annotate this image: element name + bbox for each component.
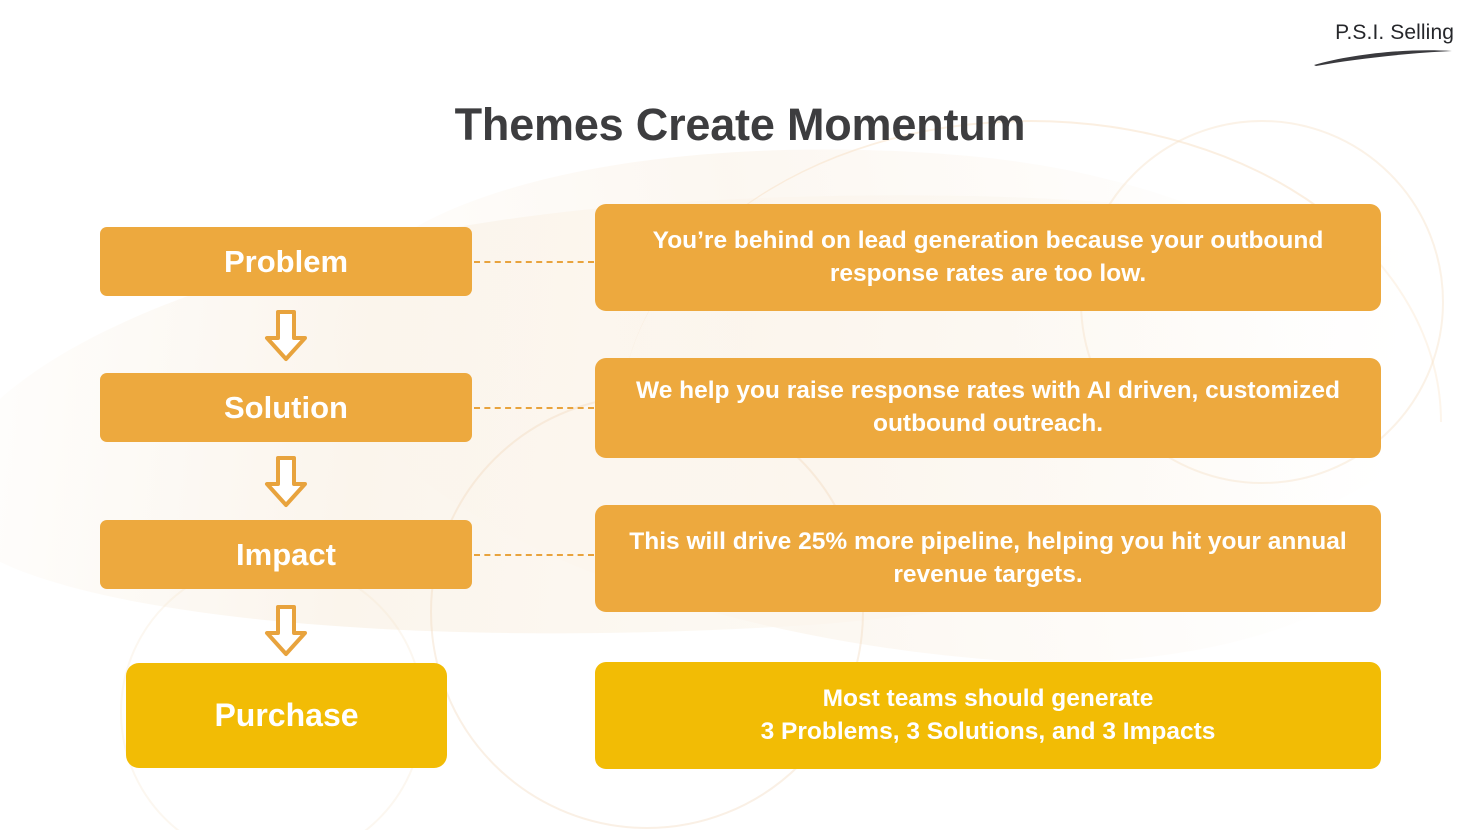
down-arrow-icon xyxy=(265,605,307,656)
logo-text: P.S.I. Selling xyxy=(1335,21,1454,44)
stage-label-problem-text: Problem xyxy=(223,243,349,279)
stage-text-solution-body: We help you raise response rates with AI… xyxy=(636,377,1340,437)
connector-problem xyxy=(474,261,594,263)
stage-label-problem[interactable]: Problem xyxy=(100,227,472,296)
stage-text-solution[interactable]: We help you raise response rates with AI… xyxy=(595,358,1381,458)
stage-label-impact-text: Impact xyxy=(236,536,336,572)
stage-label-purchase-text: Purchase xyxy=(214,697,359,733)
down-arrow-icon xyxy=(265,456,307,507)
stage-text-problem[interactable]: You’re behind on lead generation because… xyxy=(595,204,1381,311)
brand-logo: P.S.I. Selling xyxy=(1312,22,1454,67)
stage-label-impact[interactable]: Impact xyxy=(100,520,472,589)
stage-text-impact[interactable]: This will drive 25% more pipeline, helpi… xyxy=(595,505,1381,612)
connector-impact xyxy=(474,554,594,556)
logo-swoosh-icon xyxy=(1314,50,1452,66)
stage-label-purchase[interactable]: Purchase xyxy=(126,663,447,768)
stage-text-purchase[interactable]: Most teams should generate 3 Problems, 3… xyxy=(595,662,1381,769)
page-title: Themes Create Momentum xyxy=(454,99,1026,150)
stage-text-impact-body: This will drive 25% more pipeline, helpi… xyxy=(629,527,1347,588)
down-arrow-icon xyxy=(265,310,307,361)
stage-text-problem-body: You’re behind on lead generation because… xyxy=(652,226,1324,287)
stage-text-purchase-body: Most teams should generate 3 Problems, 3… xyxy=(760,684,1216,745)
stage-label-solution-text: Solution xyxy=(224,389,348,425)
connector-solution xyxy=(474,407,594,409)
stage-label-solution[interactable]: Solution xyxy=(100,373,472,442)
